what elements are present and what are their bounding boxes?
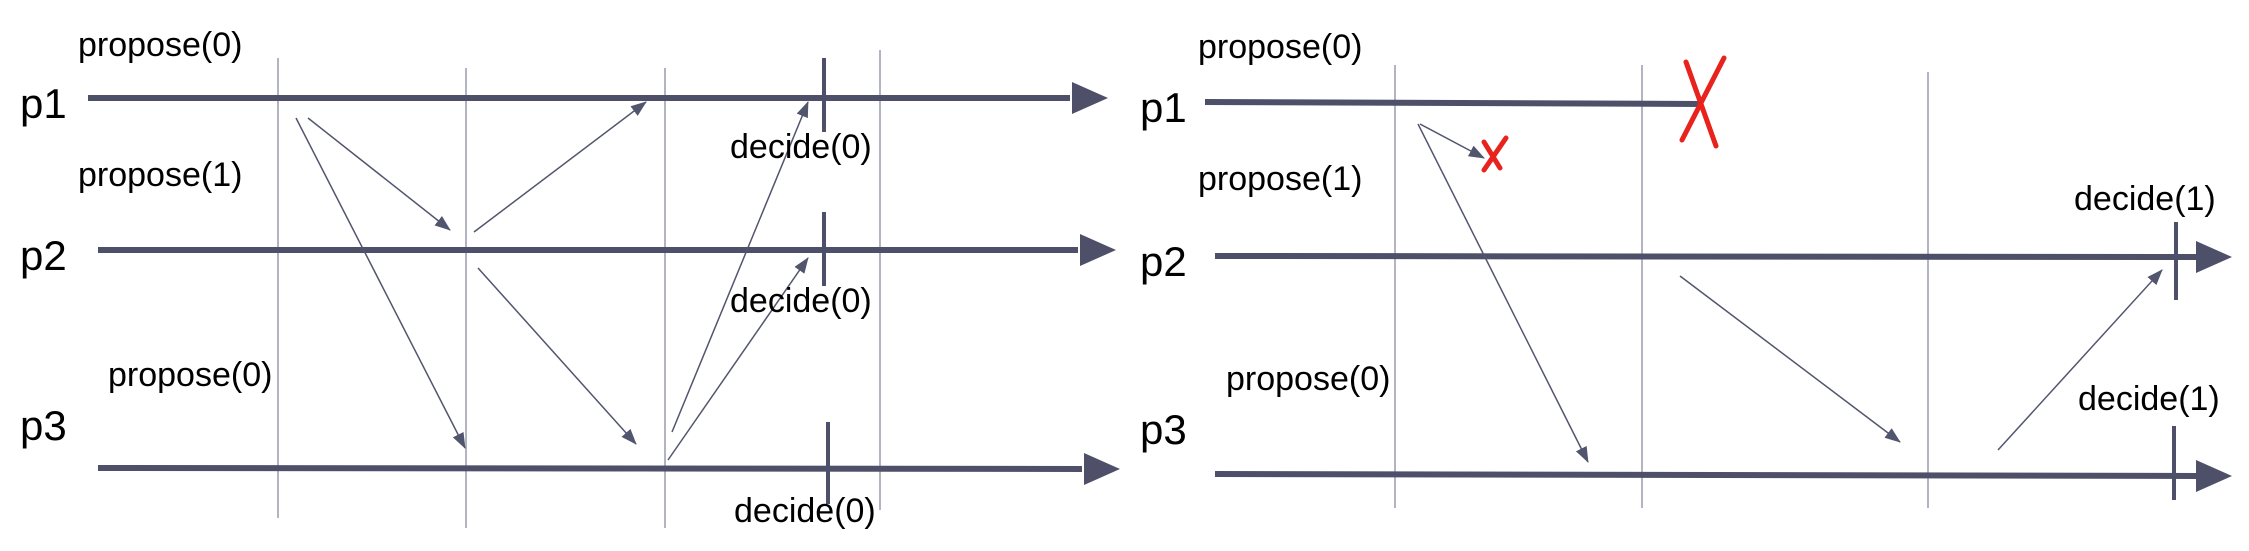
p1-timeline-arrowhead: [1072, 82, 1108, 114]
p3-proposal: propose(0): [1226, 360, 1390, 398]
right-diagram: p1 p2 p3 propose(0) propose(1) propose(0…: [1140, 28, 2232, 508]
left-diagram: p1 p2 p3 propose(0) propose(1) propose(0…: [20, 26, 1120, 530]
p2-decision: decide(1): [2074, 180, 2216, 218]
p1-crash-mark: [1679, 55, 1727, 143]
p3-proposal: propose(0): [108, 356, 272, 394]
p3-timeline: [97, 465, 1083, 472]
left-round-lines: [277, 50, 881, 528]
p2-proposal: propose(1): [78, 156, 242, 194]
message-arrow: [1679, 275, 1901, 443]
p3-timeline-arrowhead: [2196, 460, 2232, 492]
p1-proposal: propose(0): [1198, 28, 1362, 66]
p2-label: p2: [1140, 238, 1187, 285]
p1-proposal: propose(0): [78, 26, 242, 64]
lost-message-mark: [1481, 135, 1509, 173]
lost-message-mark: [1481, 139, 1503, 171]
p2-timeline: [1214, 253, 2197, 260]
p2-timeline-arrowhead: [2196, 241, 2232, 273]
message-arrow: [477, 267, 637, 445]
p3-label: p3: [20, 402, 67, 449]
message-arrow: [1419, 123, 1485, 159]
message-arrow: [1997, 269, 2163, 451]
p3-timeline-arrowhead: [1084, 453, 1120, 485]
p1-timeline: [1204, 99, 1701, 107]
p3-decision: decide(1): [2078, 380, 2220, 418]
p2-proposal: propose(1): [1198, 160, 1362, 198]
p3-label: p3: [1140, 406, 1187, 453]
right-round-lines: [1394, 65, 1929, 508]
message-arrow: [473, 101, 647, 233]
p3-decision: decide(0): [734, 492, 876, 530]
message-arrow: [667, 257, 809, 461]
message-arrow: [1417, 123, 1589, 463]
p3-timeline: [1214, 471, 2197, 479]
message-arrow: [295, 117, 466, 449]
message-arrow: [307, 117, 451, 231]
p2-decision: decide(0): [730, 282, 872, 320]
p2-timeline-arrowhead: [1080, 234, 1116, 266]
p1-crash-mark: [1683, 59, 1719, 149]
message-arrow: [671, 101, 809, 433]
p1-label: p1: [20, 80, 67, 127]
p1-label: p1: [1140, 84, 1187, 131]
p2-label: p2: [20, 232, 67, 279]
p1-decision: decide(0): [730, 128, 872, 166]
